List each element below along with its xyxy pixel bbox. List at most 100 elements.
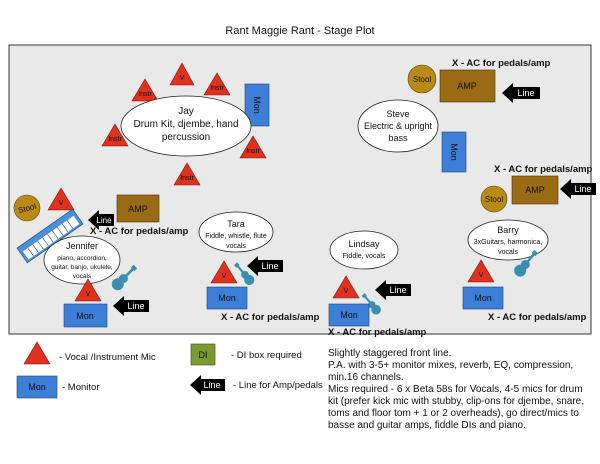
svg-text:AMP: AMP <box>525 185 545 195</box>
svg-text:Mon: Mon <box>449 143 459 161</box>
jay-instrument-mic-1: Instr <box>131 78 159 102</box>
jennifer-vocal-mic: V <box>47 187 75 211</box>
jennifer-line-arrow-front: Line <box>113 296 149 316</box>
svg-text:Stool: Stool <box>413 75 431 84</box>
svg-text:Fiddle, whistle, flute: Fiddle, whistle, flute <box>205 233 267 240</box>
barry-label: Barry 3xGuitars, harmonica, vocals <box>467 219 549 261</box>
svg-text:vocals: vocals <box>498 249 518 256</box>
steve-amp: AMP <box>439 69 496 103</box>
steve-stool: Stool <box>407 64 437 94</box>
tara-ac-label: X - AC for pedals/amp <box>221 312 320 323</box>
barry-amp: AMP <box>511 175 559 205</box>
jennifer-keyboard-icon <box>16 208 84 264</box>
svg-text:- Monitor: - Monitor <box>62 382 99 393</box>
svg-text:- Vocal /Instrument Mic: - Vocal /Instrument Mic <box>59 352 156 363</box>
jennifer-label: Jennifer piano, accordion, guitar, banjo… <box>43 235 121 285</box>
note-line: P.A. with 3-5+ monitor mixes, reverb, EQ… <box>328 360 574 383</box>
jay-instrument-mic-3: Instr <box>101 123 129 147</box>
svg-text:DI: DI <box>199 350 208 360</box>
steve-ac-label: X - AC for pedals/amp <box>452 58 551 69</box>
barry-monitor: Mon <box>462 286 504 310</box>
svg-text:bass: bass <box>388 133 408 143</box>
svg-text:Mon: Mon <box>28 382 46 392</box>
svg-text:V: V <box>59 200 64 207</box>
note-line: Slightly staggered front line. <box>328 348 452 359</box>
svg-text:Mon: Mon <box>340 310 358 320</box>
svg-text:AMP: AMP <box>128 204 148 214</box>
svg-text:percussion: percussion <box>162 132 210 143</box>
svg-text:V: V <box>479 272 484 279</box>
legend-di: DI - DI box required <box>190 343 302 366</box>
tara-line-arrow: Line <box>247 256 283 276</box>
lindsay-monitor: Mon <box>328 303 370 327</box>
svg-text:Barry: Barry <box>497 225 519 235</box>
svg-text:Mon: Mon <box>76 311 94 321</box>
svg-text:Line: Line <box>203 380 220 390</box>
svg-text:Instr: Instr <box>180 175 194 182</box>
svg-text:- Line for Amp/pedals: - Line for Amp/pedals <box>233 380 323 391</box>
lindsay-vocal-mic: V <box>332 275 360 299</box>
jay-label: Jay Drum Kit, djembe, hand percussion <box>120 95 252 157</box>
svg-text:Instr: Instr <box>246 148 260 155</box>
svg-text:Line: Line <box>574 184 591 194</box>
note-line: Mics required - 6 x Beta 58s for Vocals,… <box>328 384 585 431</box>
svg-text:Line: Line <box>517 88 534 98</box>
svg-text:Jay: Jay <box>178 106 194 117</box>
svg-text:Drum Kit, djembe, hand: Drum Kit, djembe, hand <box>133 119 238 130</box>
jennifer-vocal-mic-front: V <box>74 278 102 302</box>
barry-vocal-mic: V <box>467 259 495 283</box>
notes: Slightly staggered front line. P.A. with… <box>328 348 590 432</box>
svg-text:Fiddle, vocals: Fiddle, vocals <box>343 253 386 260</box>
tara-vocal-mic: V <box>210 260 238 284</box>
svg-text:Instr: Instr <box>138 91 152 98</box>
barry-ac-bottom-label: X - AC for pedals/amp <box>488 312 587 323</box>
svg-text:Stool: Stool <box>485 195 503 204</box>
svg-text:V: V <box>86 291 91 298</box>
legend-mic: - Vocal /Instrument Mic <box>23 341 156 365</box>
legend-line: Line - Line for Amp/pedals <box>190 375 323 395</box>
lindsay-ac-label: X - AC for pedals/amp <box>328 327 427 338</box>
legend-monitor: Mon - Monitor <box>16 375 99 399</box>
svg-text:Line: Line <box>389 285 406 295</box>
svg-text:V: V <box>222 273 227 280</box>
svg-text:Instr: Instr <box>108 136 122 143</box>
svg-text:vocals: vocals <box>73 273 92 280</box>
stage-area <box>8 44 592 335</box>
svg-text:V: V <box>344 288 349 295</box>
lindsay-label: Lindsay Fiddle, vocals <box>329 230 399 270</box>
tara-monitor: Mon <box>206 286 248 310</box>
steve-line-arrow: Line <box>502 83 540 103</box>
svg-text:AMP: AMP <box>457 81 477 91</box>
svg-text:Steve: Steve <box>386 109 409 119</box>
svg-text:Mon: Mon <box>218 293 236 303</box>
barry-line-arrow: Line <box>560 179 596 199</box>
svg-text:Mon: Mon <box>252 96 262 114</box>
svg-text:V: V <box>180 75 185 82</box>
lindsay-line-arrow: Line <box>375 280 411 300</box>
svg-text:Mon: Mon <box>474 293 492 303</box>
svg-text:3xGuitars, harmonica,: 3xGuitars, harmonica, <box>474 239 543 246</box>
svg-text:- DI box required: - DI box required <box>231 350 302 361</box>
jennifer-ac-label: X - AC for pedals/amp <box>90 226 189 237</box>
jay-instrument-mic-2: Instr <box>203 72 231 96</box>
jay-instrument-mic-5: Instr <box>173 162 201 186</box>
steve-label: Steve Electric & upright bass <box>357 99 439 153</box>
jennifer-line-arrow: Line <box>88 210 114 230</box>
svg-text:Lindsay: Lindsay <box>348 239 380 249</box>
svg-text:Line: Line <box>96 216 112 225</box>
svg-text:Electric & upright: Electric & upright <box>364 121 433 131</box>
svg-text:Jennifer: Jennifer <box>66 241 98 251</box>
barry-stool: Stool <box>480 185 508 213</box>
svg-text:piano, accordion,: piano, accordion, <box>57 255 107 262</box>
svg-text:vocals: vocals <box>226 243 246 250</box>
jennifer-stool: Stool <box>13 194 41 222</box>
jennifer-monitor: Mon <box>63 303 108 328</box>
tara-label: Tara Fiddle, whistle, flute vocals <box>198 211 274 253</box>
svg-text:guitar, banjo, ukulele,: guitar, banjo, ukulele, <box>51 264 113 271</box>
steve-monitor: Mon <box>441 131 467 173</box>
jennifer-amp: AMP <box>116 194 160 223</box>
jay-vocal-mic: V <box>169 62 195 86</box>
barry-ac-label: X - AC for pedals/amp <box>494 164 593 175</box>
svg-text:Instr: Instr <box>210 85 224 92</box>
